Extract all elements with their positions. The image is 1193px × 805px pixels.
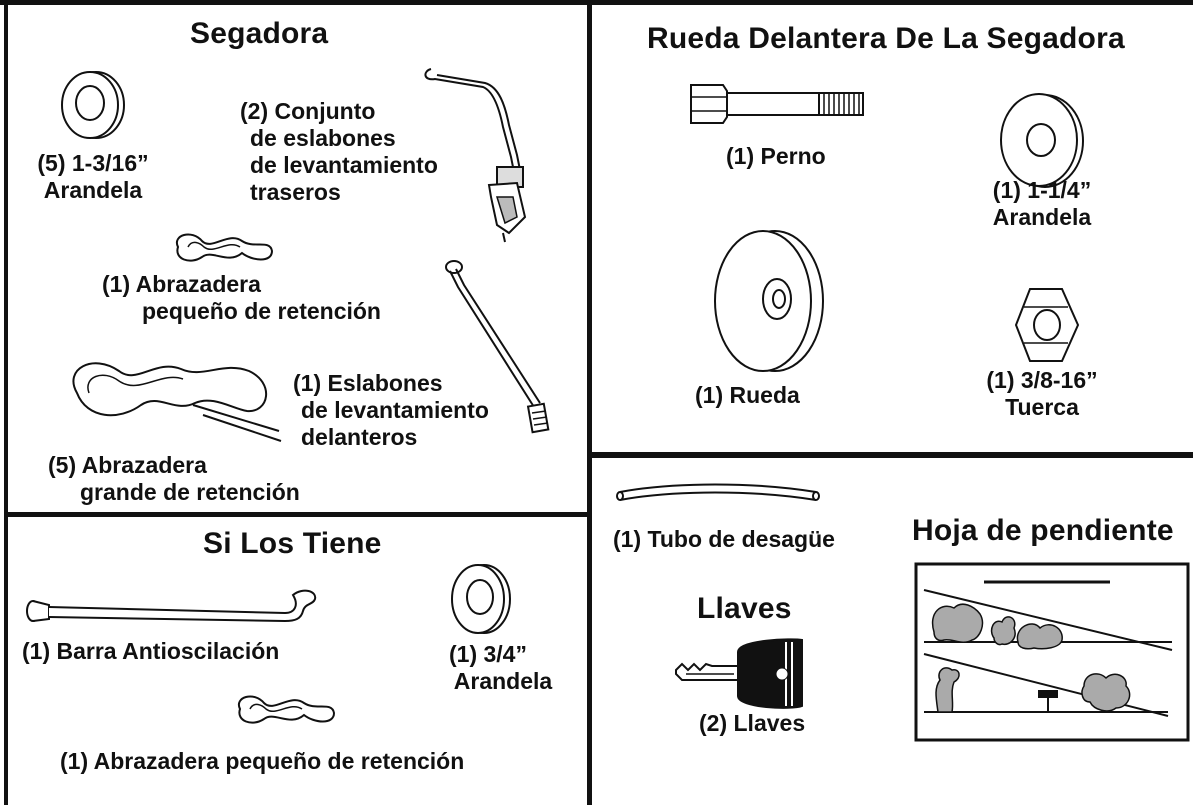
keys-title: Llaves (697, 592, 792, 625)
drain-tube-label: (1) Tubo de desagüe (613, 526, 835, 552)
si-los-tiene-panel: Si Los Tiene (1) Barra Antioscilación (1… (8, 517, 587, 805)
sway-bar-label: (1) Barra Antioscilación (22, 638, 280, 664)
front-lift-links-label: (1) Eslabones de levantamiento delantero… (293, 370, 489, 450)
rueda-panel: Rueda Delantera De La Segadora (1) Perno… (592, 5, 1193, 452)
bolt-label: (1) Perno (726, 143, 826, 169)
rear-lift-links-icon (413, 57, 523, 242)
washer-3-4-icon (446, 559, 516, 639)
frame-left (4, 0, 8, 805)
small-retainer-clip-icon (168, 225, 278, 269)
frame-right-divider (590, 452, 1193, 458)
nut-icon (1012, 285, 1082, 365)
washer-1-1-4-icon (997, 85, 1087, 195)
sway-bar-icon (23, 585, 323, 635)
wheel-icon (707, 227, 827, 377)
drain-tube-icon (614, 478, 824, 508)
large-retainer-clip-label: (5) Abrazadera grande de retención (48, 452, 300, 505)
washer-icon (58, 65, 128, 145)
frame-center (587, 0, 592, 805)
small-retainer-clip-2-icon (230, 687, 340, 731)
extras-panel: (1) Tubo de desagüe Llaves (2) Llaves Ho… (592, 458, 1193, 805)
rueda-title: Rueda Delantera De La Segadora (647, 22, 1125, 55)
si-los-tiene-title: Si Los Tiene (203, 527, 382, 560)
wheel-label: (1) Rueda (695, 382, 800, 408)
washer-3-4-label: (1) 3/4” Arandela (449, 641, 553, 694)
nut-label: (1) 3/8-16” Tuerca (986, 367, 1098, 420)
segadora-title: Segadora (190, 17, 329, 50)
keys-label: (2) Llaves (699, 710, 806, 736)
small-retainer-clip-2-label: (1) Abrazadera pequeño de retención (60, 748, 465, 774)
front-lift-link-icon (438, 257, 548, 442)
bolt-icon (687, 79, 867, 129)
rear-lift-links-label: (2) Conjunto de eslabones de levantamien… (240, 98, 438, 205)
segadora-panel: Segadora (5) 1-3/16” Arandela (2) Conjun… (8, 5, 587, 512)
small-retainer-clip-label: (1) Abrazadera pequeño de retención (102, 271, 381, 324)
key-icon (672, 634, 812, 714)
slope-sheet-icon (914, 562, 1190, 742)
large-retainer-clip-icon (63, 353, 283, 443)
frame-top (0, 0, 1193, 5)
washer-label: (5) 1-3/16” Arandela (37, 150, 149, 203)
frame-left-divider (4, 512, 590, 517)
washer-1-1-4-label: (1) 1-1/4” Arandela (992, 177, 1092, 230)
slope-sheet-title: Hoja de pendiente (912, 514, 1174, 547)
